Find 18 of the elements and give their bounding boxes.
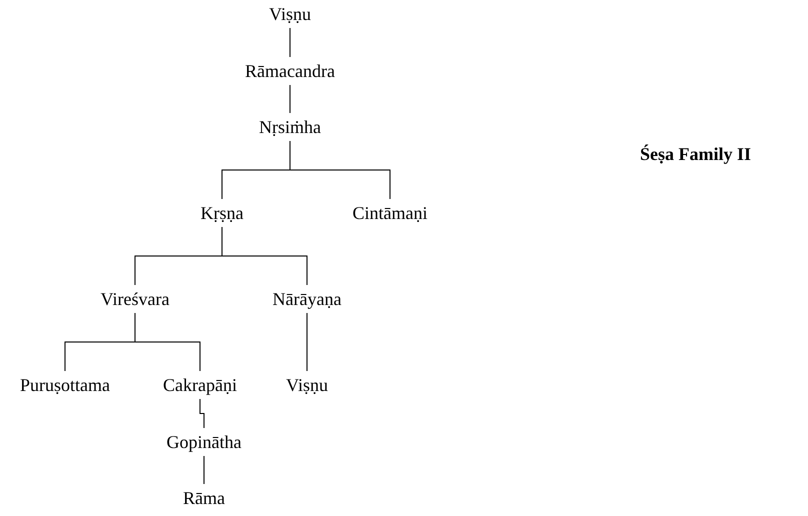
person-name: Viṣṇu xyxy=(269,3,311,25)
connector-line xyxy=(306,312,308,372)
connector-line xyxy=(200,398,204,428)
connector-line xyxy=(222,226,308,286)
connector-line xyxy=(134,312,200,372)
person-name: Kṛṣṇa xyxy=(200,202,244,224)
person-name: Cintāmaṇi xyxy=(352,202,428,224)
person-name: Rāmacandra xyxy=(245,60,335,82)
person-name: Nārāyaṇa xyxy=(272,288,342,310)
connector-line xyxy=(290,140,390,200)
person-name: Vireśvara xyxy=(100,288,170,310)
title: Śeṣa Family II xyxy=(640,143,752,166)
person-name: Nṛsiṁha xyxy=(259,116,321,138)
person-name: Gopinātha xyxy=(166,431,242,453)
person-name: Puruṣottama xyxy=(20,374,110,396)
person-name: Viṣṇu xyxy=(286,374,328,396)
person-name: Cakrapāṇi xyxy=(163,374,237,396)
person-name: Rāma xyxy=(183,487,225,509)
